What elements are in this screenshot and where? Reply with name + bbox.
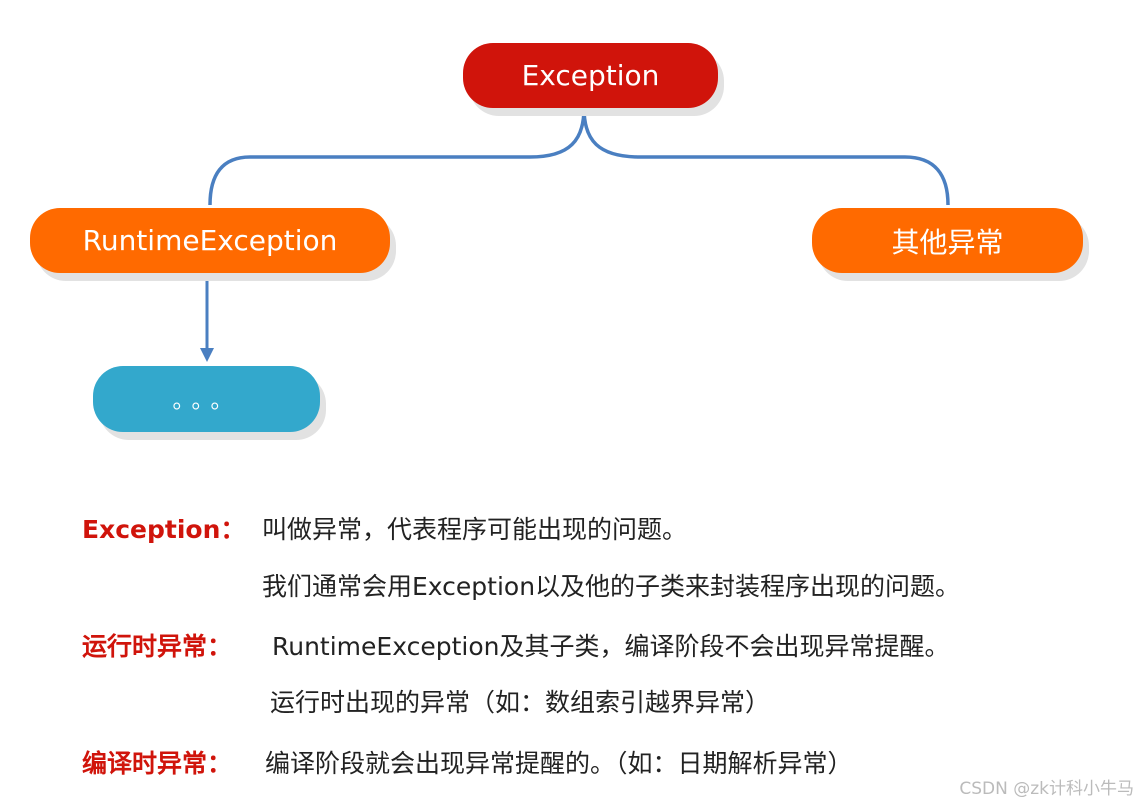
link-root-runtime [208,107,586,206]
node-exception: Exception [463,43,718,108]
note-exception-line1: 叫做异常，代表程序可能出现的问题。 [262,515,688,544]
node-more: 。。。 [93,366,320,432]
node-runtime-exception: RuntimeException [30,208,390,273]
note-runtime-line1: RuntimeException及其子类，编译阶段不会出现异常提醒。 [272,632,950,661]
note-compile-line1: 编译阶段就会出现异常提醒的。（如：日期解析异常） [265,749,853,778]
arrowhead-icon [200,348,214,362]
note-exception-line2: 我们通常会用Exception以及他的子类来封装程序出现的问题。 [262,572,961,601]
label-runtime: 运行时异常： [82,632,233,661]
label-compile: 编译时异常： [82,749,233,778]
note-runtime-line2: 运行时出现的异常（如：数组索引越界异常） [270,688,771,717]
label-exception: Exception： [82,515,246,544]
link-root-other [582,107,950,206]
node-other-exceptions: 其他异常 [812,208,1083,273]
watermark: CSDN @zk计科小牛马 [959,779,1134,799]
